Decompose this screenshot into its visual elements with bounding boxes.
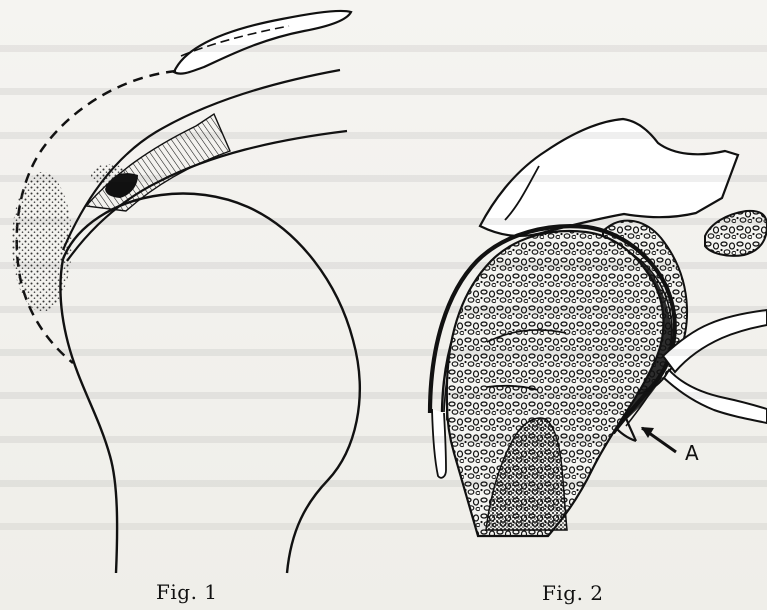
- figure-2-label-a: A: [685, 441, 699, 465]
- figure-1-drawing: [12, 11, 360, 573]
- figure-2-caption: Fig. 2: [542, 581, 604, 605]
- coracoid-process: [705, 211, 767, 256]
- figure-1-caption: Fig. 1: [156, 580, 218, 604]
- capsule-stub: [432, 409, 446, 478]
- acromion-outline: [174, 11, 351, 74]
- bursa-stippling: [12, 172, 72, 312]
- humeral-head-outline: [63, 194, 360, 574]
